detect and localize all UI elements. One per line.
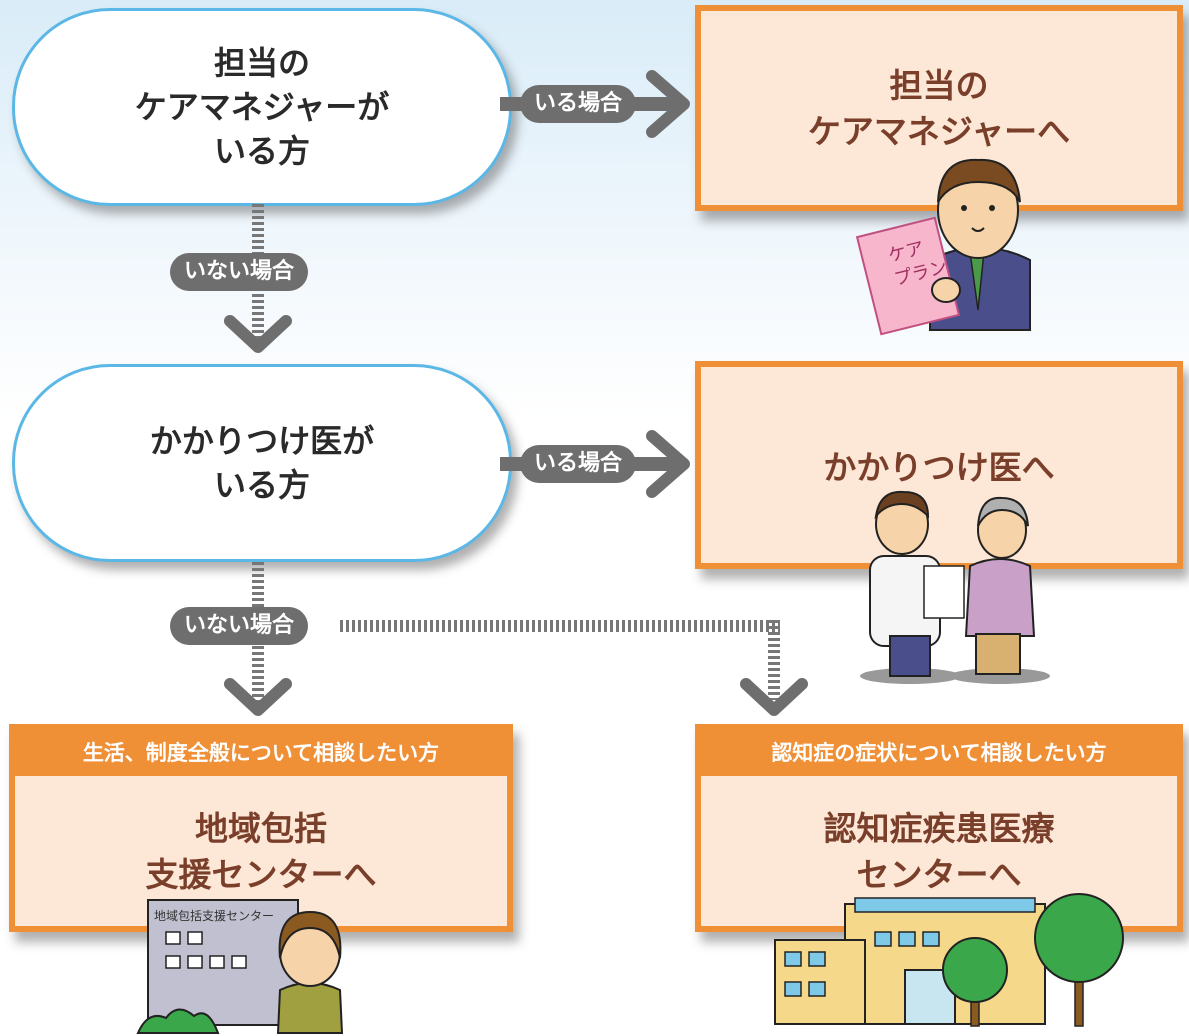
down-chevron-3	[740, 678, 808, 716]
no-label: いない場合	[170, 607, 309, 645]
decision-has-care-manager: 担当の ケアマネジャーが いる方	[12, 8, 512, 206]
destination-label: 地域包括 支援センターへ	[145, 809, 377, 894]
decision-label: かかりつけ医が いる方	[149, 422, 375, 504]
doctor-patient-illustration	[860, 490, 1050, 684]
destination-label: 認知症疾患医療 センターへ	[823, 809, 1055, 894]
destination-label: 担当の ケアマネジャーへ	[807, 66, 1071, 151]
destination-heading: 生活、制度全般について相談したい方	[15, 730, 507, 776]
yes-label: いる場合	[520, 445, 637, 483]
destination-heading: 認知症の症状について相談したい方	[701, 730, 1177, 776]
hospital-illustration	[774, 893, 1124, 1027]
down-chevron-2	[224, 678, 292, 716]
center-sign-text: 地域包括支援センター	[154, 908, 274, 923]
down-chevron-1	[224, 315, 292, 353]
yes-label: いる場合	[520, 85, 637, 123]
care-manager-illustration: ケア プラン	[855, 158, 1031, 336]
no-label: いない場合	[170, 253, 309, 291]
community-center-illustration: 地域包括支援センター	[136, 899, 344, 1034]
destination-care-manager: 担当の ケアマネジャーへ	[695, 5, 1183, 211]
destination-family-doctor: かかりつけ医へ	[695, 361, 1183, 569]
destination-label: かかりつけ医へ	[823, 448, 1055, 487]
no-connector-branch	[340, 620, 780, 632]
decision-label: 担当の ケアマネジャーが いる方	[134, 44, 390, 170]
no-connector-branch-down	[768, 620, 780, 700]
decision-has-family-doctor: かかりつけ医が いる方	[12, 364, 512, 562]
